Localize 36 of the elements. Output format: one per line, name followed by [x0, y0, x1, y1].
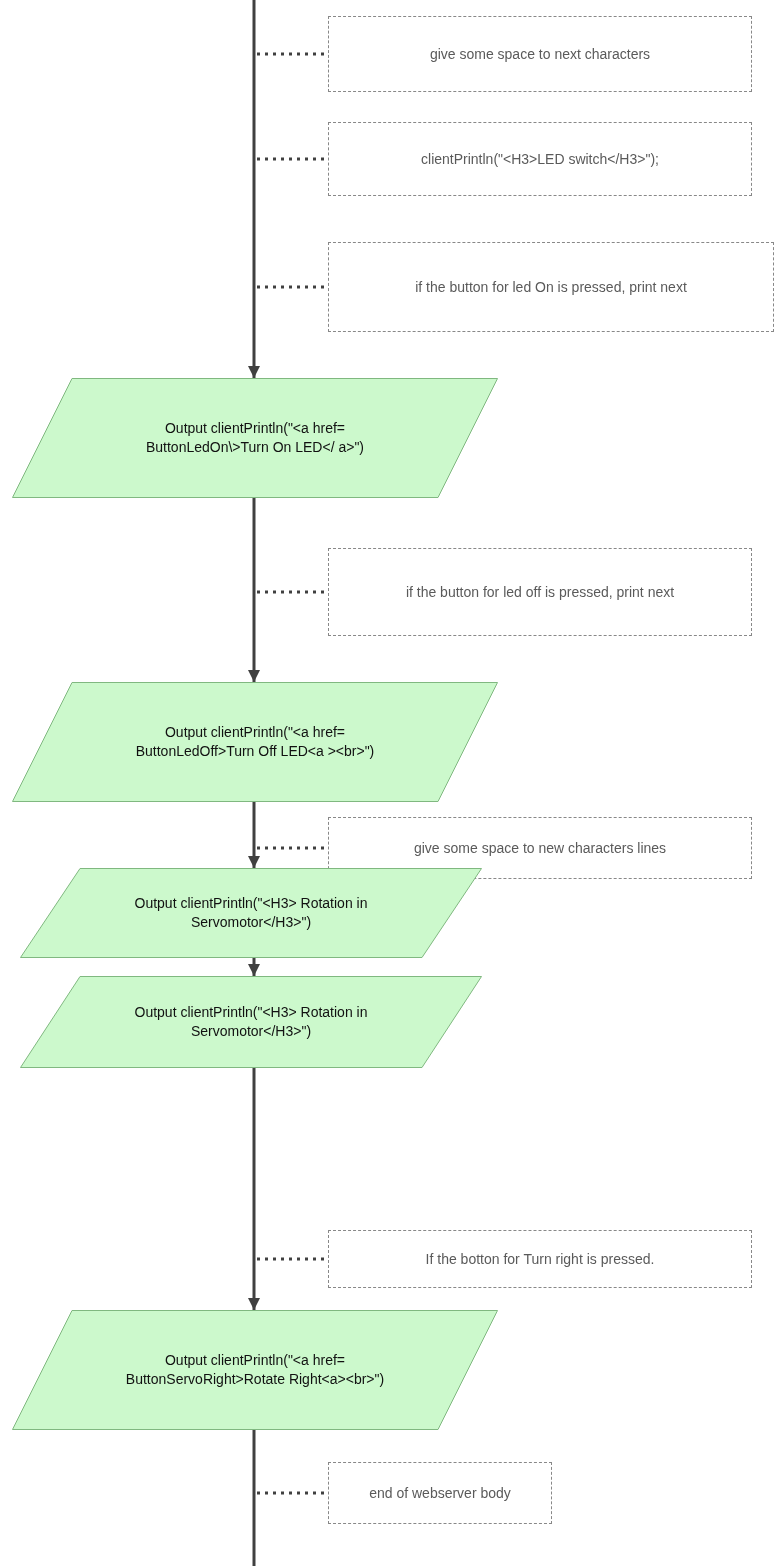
output-text: Output clientPrintln("<H3> Rotation in Servomotor</H3>") — [133, 1003, 369, 1041]
comment-box — [328, 122, 752, 196]
comment-box — [328, 817, 752, 879]
leader-line — [257, 590, 327, 594]
comment-text: give some space to new characters lines — [412, 838, 668, 858]
comment-box — [328, 242, 774, 332]
comment-box — [328, 1230, 752, 1288]
flow-arrow — [248, 802, 260, 868]
output-text: Output clientPrintln("<a href= ButtonServoRight>Rotate Right<a><br>") — [124, 1351, 386, 1389]
leader-line — [257, 1257, 327, 1261]
flow-arrow — [248, 498, 260, 682]
output-parallelogram — [20, 976, 482, 1068]
comment-box — [328, 548, 752, 636]
output-text: Output clientPrintln("<a href= ButtonLedOff>Turn Off LED<a ><br>") — [134, 723, 376, 761]
comment-text: end of webserver body — [368, 1483, 512, 1503]
leader-line — [257, 285, 327, 289]
comment-text: if the button for led off is pressed, print next — [404, 582, 676, 602]
comment-text: clientPrintln("<H3>LED switch</H3>"); — [420, 149, 660, 169]
output-text: Output clientPrintln("<H3> Rotation in Servomotor</H3>") — [133, 894, 369, 932]
leader-line — [257, 1491, 327, 1495]
output-parallelogram — [12, 682, 498, 802]
output-text: Output clientPrintln("<a href= ButtonLedOn\>Turn On LED</ a>") — [144, 419, 366, 457]
comment-text: if the button for led On is pressed, print next — [414, 277, 688, 297]
leader-line — [257, 846, 327, 850]
output-parallelogram — [20, 868, 482, 958]
comment-box — [328, 1462, 552, 1524]
flow-arrow — [248, 958, 260, 976]
comment-text: If the botton for Turn right is pressed. — [424, 1249, 656, 1269]
flow-arrow — [248, 0, 260, 378]
output-parallelogram — [12, 1310, 498, 1430]
output-parallelogram — [12, 378, 498, 498]
leader-line — [257, 157, 327, 161]
leader-line — [257, 52, 327, 56]
comment-box — [328, 16, 752, 92]
comment-text: give some space to next characters — [428, 44, 652, 64]
flow-arrow — [248, 1068, 260, 1310]
